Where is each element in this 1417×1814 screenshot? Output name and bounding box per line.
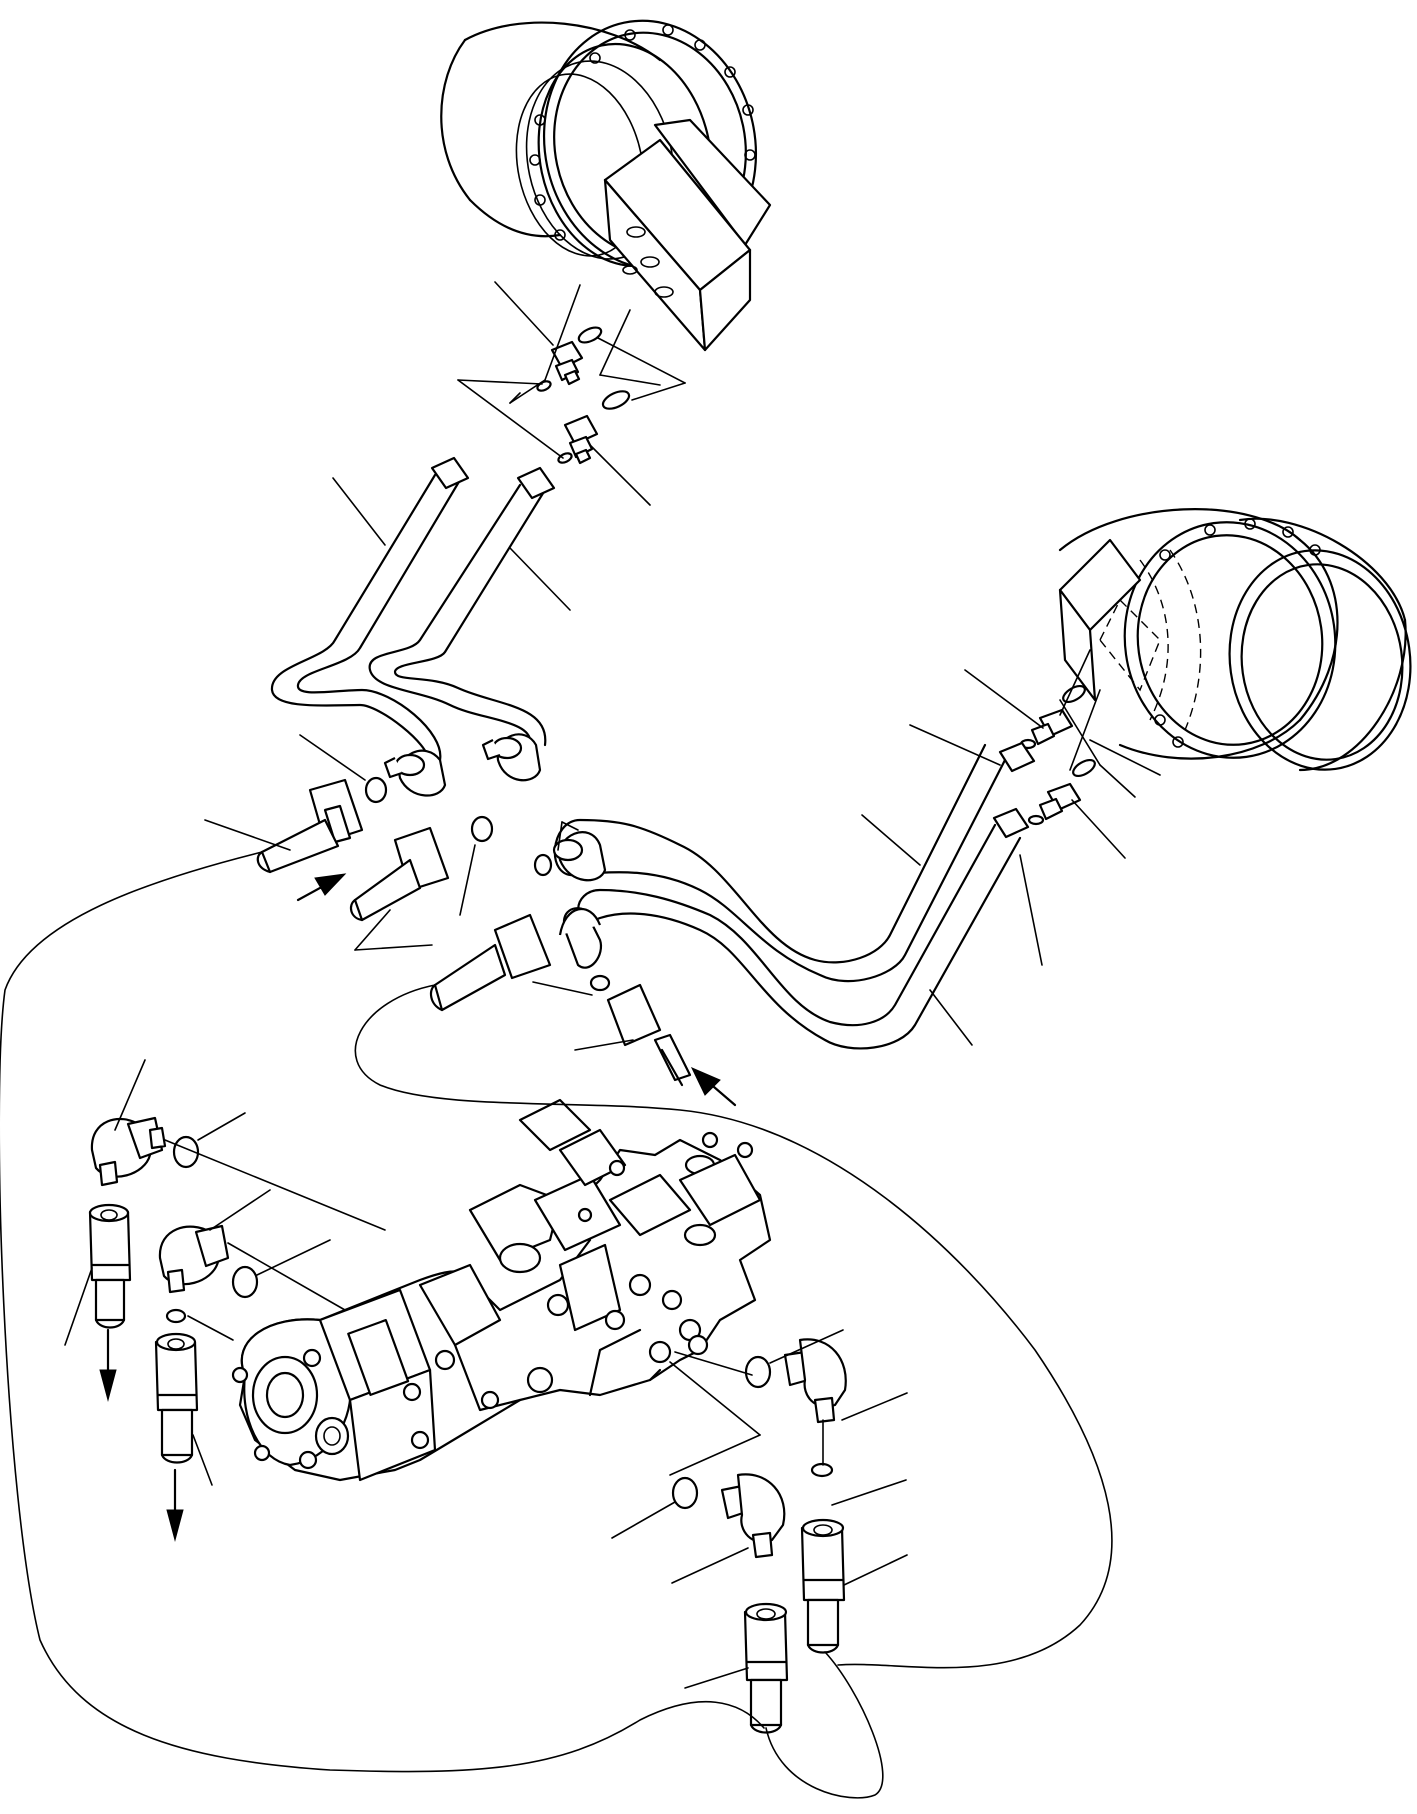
hose-b xyxy=(349,826,450,922)
adapter-right-motor-b xyxy=(1038,782,1082,821)
elbow-fitting-pump-1 xyxy=(90,1116,167,1187)
pipe-right-upper xyxy=(553,741,1036,983)
hose-c xyxy=(429,913,552,1012)
hydraulic-pump xyxy=(231,1098,772,1482)
flow-arrow-2 xyxy=(690,1067,737,1107)
alignment-lines-left-motor xyxy=(509,284,661,404)
hose-pump-4 xyxy=(743,1602,789,1734)
alignment-lines-pump-left xyxy=(164,1139,386,1311)
hose-d xyxy=(606,983,692,1087)
alignment-lines-right-motor xyxy=(1059,649,1161,776)
adapter-right-motor-a xyxy=(1030,708,1074,746)
hose-a xyxy=(256,778,364,874)
hose-pump-1 xyxy=(88,1203,132,1329)
adapter-left-motor-b xyxy=(563,414,599,465)
hose-route-left xyxy=(0,851,765,1773)
flow-arrow-3 xyxy=(99,1328,117,1402)
o-ring-pump-4 xyxy=(810,1462,834,1478)
hose-route-right xyxy=(354,984,1113,1669)
o-rings-left-pipes xyxy=(364,776,494,843)
elbow-fitting-pump-4 xyxy=(720,1473,786,1559)
pipe-left-inner xyxy=(368,466,556,747)
alignment-lines-pump-right xyxy=(669,1351,824,1476)
pipe-end-fittings-right xyxy=(552,831,607,969)
o-rings-right-motor xyxy=(1019,684,1096,826)
adapter-left-motor-a xyxy=(550,340,584,386)
travel-motor-left xyxy=(440,19,772,352)
o-ring-pump-5 xyxy=(671,1476,699,1510)
hose-route-bottom xyxy=(765,1651,884,1799)
elbow-fitting-pump-2 xyxy=(158,1224,230,1294)
pipe-left-outer xyxy=(270,456,470,762)
hose-pump-2 xyxy=(154,1332,199,1464)
elbow-fitting-pump-3 xyxy=(783,1338,847,1424)
leader-lines xyxy=(64,281,1136,1689)
o-ring-pump-2 xyxy=(165,1265,259,1324)
travel-motor-right xyxy=(1058,508,1412,772)
o-ring-pump-1 xyxy=(172,1135,200,1169)
bolt-holes xyxy=(1154,518,1321,748)
hose-pump-3 xyxy=(800,1518,846,1654)
o-ring-pump-3 xyxy=(744,1355,772,1389)
o-rings-right-pipes xyxy=(533,853,611,992)
flow-arrow-1 xyxy=(296,873,347,902)
pipe-end-fittings-left xyxy=(383,733,542,797)
flow-arrow-4 xyxy=(166,1468,184,1542)
